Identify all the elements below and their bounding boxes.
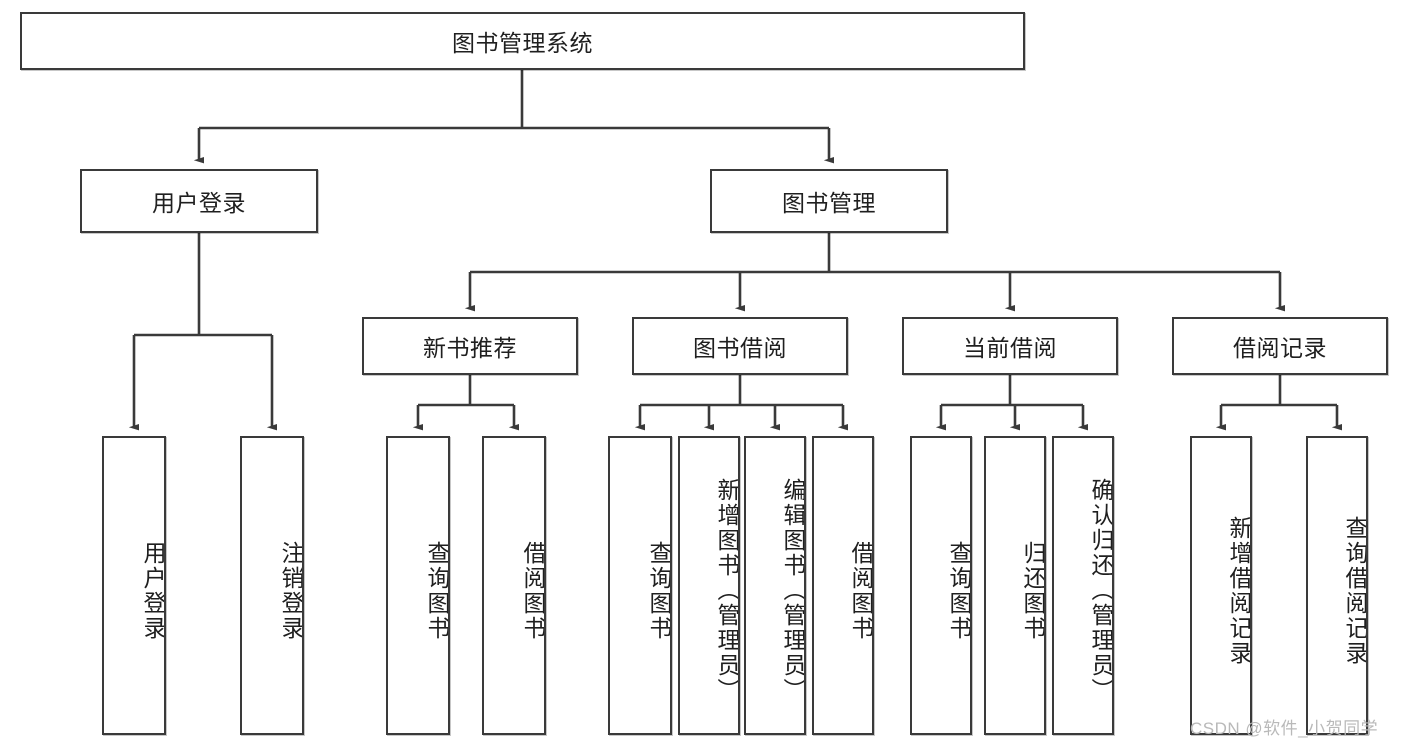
node-leaf-logout-label: 注销登录 [278, 540, 304, 641]
node-new-book-rec-label: 新书推荐 [423, 335, 517, 361]
node-root[interactable]: 图书管理系统 [20, 12, 1025, 70]
node-borrow-record-label: 借阅记录 [1233, 335, 1327, 361]
node-leaf-confirm-return[interactable]: 确认归还（管理员） [1052, 436, 1114, 735]
node-leaf-add-book-label: 新增图书（管理员） [714, 478, 740, 703]
node-user-login[interactable]: 用户登录 [80, 169, 318, 233]
node-leaf-borrow-book-rec-label: 借阅图书 [520, 540, 546, 641]
node-leaf-return-book-label: 归还图书 [1020, 540, 1046, 641]
node-book-borrow-label: 图书借阅 [693, 335, 787, 361]
node-leaf-borrow-book-rec[interactable]: 借阅图书 [482, 436, 546, 735]
node-leaf-confirm-return-label: 确认归还（管理员） [1088, 478, 1114, 703]
node-current-borrow[interactable]: 当前借阅 [902, 317, 1118, 375]
node-current-borrow-label: 当前借阅 [963, 335, 1057, 361]
node-leaf-query-book-rec-label: 查询图书 [424, 540, 450, 641]
node-leaf-query-book-cur-label: 查询图书 [946, 540, 972, 641]
node-leaf-return-book[interactable]: 归还图书 [984, 436, 1046, 735]
node-book-manage-label: 图书管理 [782, 190, 876, 216]
node-leaf-query-record[interactable]: 查询借阅记录 [1306, 436, 1368, 735]
node-leaf-user-login-label: 用户登录 [140, 540, 166, 641]
node-book-borrow[interactable]: 图书借阅 [632, 317, 848, 375]
node-book-manage[interactable]: 图书管理 [710, 169, 948, 233]
node-leaf-query-record-label: 查询借阅记录 [1342, 515, 1368, 666]
node-leaf-edit-book[interactable]: 编辑图书（管理员） [744, 436, 806, 735]
node-leaf-query-book-rec[interactable]: 查询图书 [386, 436, 450, 735]
node-leaf-query-book-borrow[interactable]: 查询图书 [608, 436, 672, 735]
node-leaf-query-book-cur[interactable]: 查询图书 [910, 436, 972, 735]
node-leaf-query-book-borrow-label: 查询图书 [646, 540, 672, 641]
node-root-label: 图书管理系统 [452, 30, 593, 56]
node-leaf-add-record-label: 新增借阅记录 [1226, 515, 1252, 666]
node-user-login-label: 用户登录 [152, 190, 246, 216]
node-leaf-borrow-book-label: 借阅图书 [848, 540, 874, 641]
node-borrow-record[interactable]: 借阅记录 [1172, 317, 1388, 375]
node-leaf-logout[interactable]: 注销登录 [240, 436, 304, 735]
node-new-book-rec[interactable]: 新书推荐 [362, 317, 578, 375]
node-leaf-add-record[interactable]: 新增借阅记录 [1190, 436, 1252, 735]
node-leaf-user-login[interactable]: 用户登录 [102, 436, 166, 735]
node-leaf-add-book[interactable]: 新增图书（管理员） [678, 436, 740, 735]
csdn-watermark: CSDN @软件_小贺同学 [1190, 719, 1379, 738]
node-leaf-edit-book-label: 编辑图书（管理员） [780, 478, 806, 703]
node-leaf-borrow-book[interactable]: 借阅图书 [812, 436, 874, 735]
